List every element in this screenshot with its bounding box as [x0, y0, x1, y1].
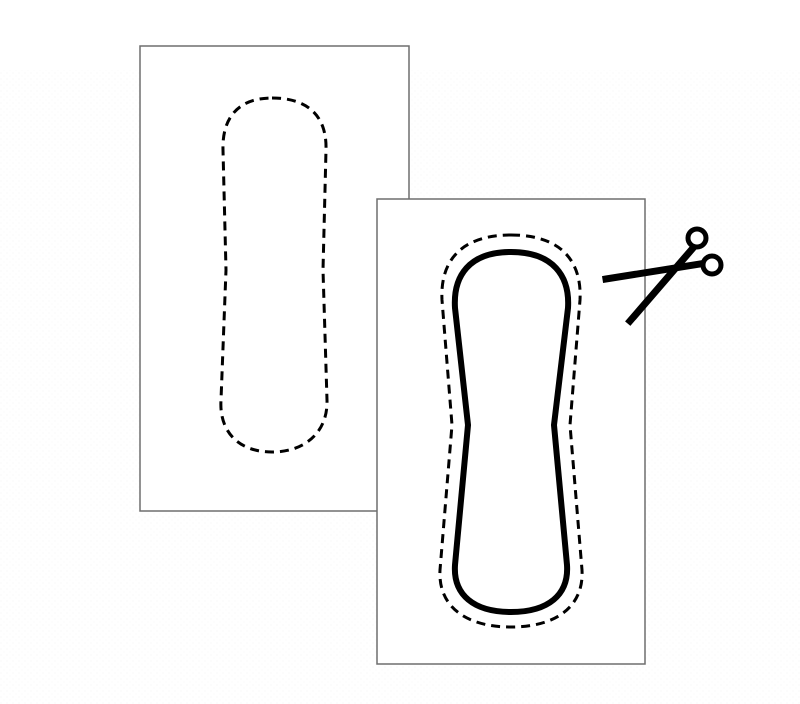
paper-sheet-1 [139, 45, 410, 512]
sheet-trace [139, 45, 410, 512]
dashed-pattern-outline [219, 96, 329, 454]
scissors-icon [601, 226, 724, 326]
paper-sheet-2 [376, 198, 646, 665]
solid-cut-line [451, 248, 572, 616]
seam-allowance-dashed-outline [438, 233, 584, 629]
sheet-cut [376, 198, 646, 665]
